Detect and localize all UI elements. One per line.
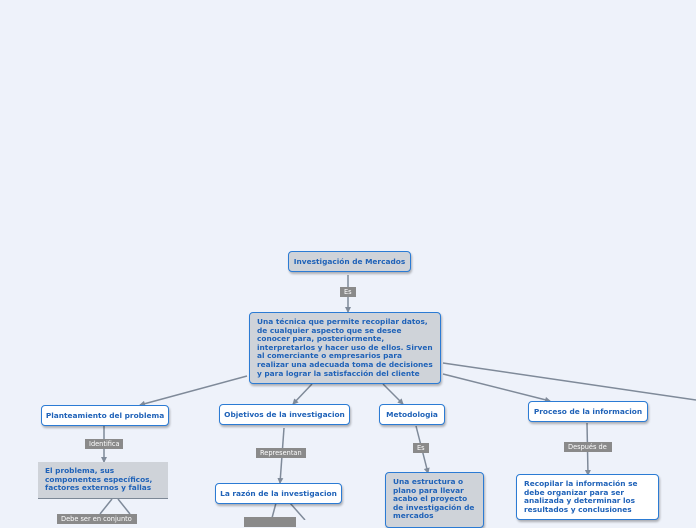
edge-problema-child-right	[117, 498, 131, 515]
label-despues-de: Después de	[564, 442, 612, 452]
node-definicion[interactable]: Una técnica que permite recopilar datos,…	[249, 312, 441, 384]
edge-problema-child-left	[99, 498, 113, 515]
node-razon-de-la-investigacion[interactable]: La razón de la investigacion	[215, 483, 342, 504]
edge-definition-offscreen	[442, 362, 696, 401]
node-estructura-plano[interactable]: Una estructura o plano para llevar acabo…	[385, 472, 484, 528]
label-identifica: Identifica	[85, 439, 123, 449]
edge-razon-child-left	[271, 502, 277, 519]
label-partial-bottom-center	[244, 517, 296, 527]
node-problema-descripcion[interactable]: El problema, sus componentes específicos…	[38, 462, 168, 499]
node-objetivos-de-la-investigacion[interactable]: Objetivos de la investigacion	[219, 404, 350, 425]
label-partial-bottom-left: Debe ser en conjunto	[57, 514, 137, 524]
label-representan: Representan	[256, 448, 306, 458]
edge-definition-proceso	[442, 373, 551, 403]
node-metodologia[interactable]: Metodologia	[379, 404, 445, 425]
node-recopilar-informacion[interactable]: Recopilar la información se debe organiz…	[516, 474, 659, 520]
node-investigacion-de-mercados[interactable]: Investigación de Mercados	[288, 251, 411, 272]
node-proceso-de-la-informacion[interactable]: Proceso de la informacion	[528, 401, 648, 422]
edge-definition-objetivos	[292, 383, 313, 405]
edge-definition-planteamiento	[139, 375, 248, 407]
node-planteamiento-del-problema[interactable]: Planteamiento del problema	[41, 405, 169, 426]
label-es-root: Es	[340, 287, 356, 297]
edge-definition-metodologia	[382, 383, 404, 405]
edge-razon-child-right	[289, 502, 306, 520]
label-es-metodologia: Es	[413, 443, 429, 453]
